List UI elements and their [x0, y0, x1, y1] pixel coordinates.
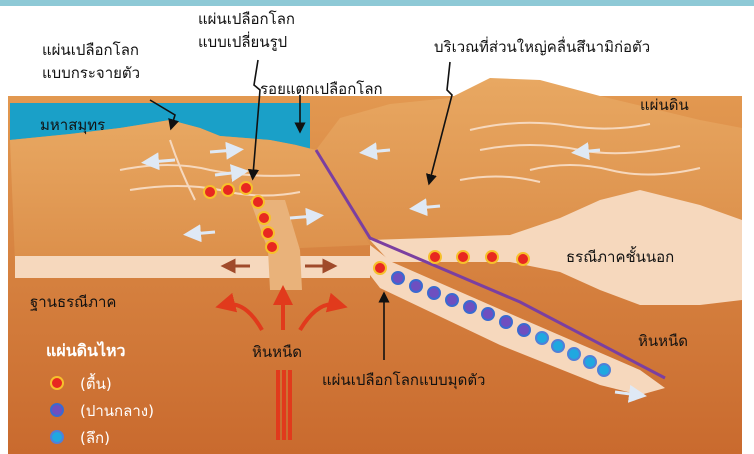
quake-shallow — [266, 241, 278, 253]
label-divergent-plate-1: แผ่นเปลือกโลก — [42, 41, 139, 59]
legend-label-deep: (ลึก) — [80, 429, 110, 447]
quake-shallow — [240, 182, 252, 194]
quake-shallow — [486, 251, 498, 263]
legend-swatch-shallow — [51, 377, 63, 389]
label-divergent-plate-2: แบบกระจายตัว — [42, 64, 140, 82]
label-subducting-plate: แผ่นเปลือกโลกแบบมุดตัว — [322, 371, 485, 390]
label-magma-right: หินหนืด — [638, 332, 688, 350]
legend-title: แผ่นดินไหว — [46, 341, 126, 360]
label-land: แผ่นดิน — [640, 96, 689, 114]
label-asthenosphere: ฐานธรณีภาค — [30, 293, 116, 311]
legend-label-intermediate: (ปานกลาง) — [80, 402, 154, 420]
label-magma-center: หินหนืด — [252, 343, 302, 361]
top-banner — [0, 0, 754, 6]
quake-shallow — [374, 262, 386, 274]
quake-shallow — [222, 184, 234, 196]
legend-label-shallow: (ตื้น) — [80, 373, 112, 393]
legend-swatch-intermediate — [51, 404, 63, 416]
quake-shallow — [517, 253, 529, 265]
quake-shallow — [204, 186, 216, 198]
label-lithosphere: ธรณีภาคชั้นนอก — [566, 246, 674, 266]
quake-shallow — [258, 212, 270, 224]
quake-shallow — [457, 251, 469, 263]
label-transform-plate-2: แบบเปลี่ยนรูป — [198, 31, 287, 51]
label-transform-plate-1: แผ่นเปลือกโลก — [198, 10, 295, 28]
label-fault: รอยแตกเปลือกโลก — [260, 80, 383, 98]
quake-shallow — [252, 196, 264, 208]
label-ocean: มหาสมุทร — [40, 116, 105, 135]
label-tsunami-zone: บริเวณที่ส่วนใหญ่คลื่นสึนามิก่อตัว — [434, 36, 650, 56]
legend-swatch-deep — [51, 431, 63, 443]
quake-shallow — [262, 227, 274, 239]
quake-shallow — [429, 251, 441, 263]
